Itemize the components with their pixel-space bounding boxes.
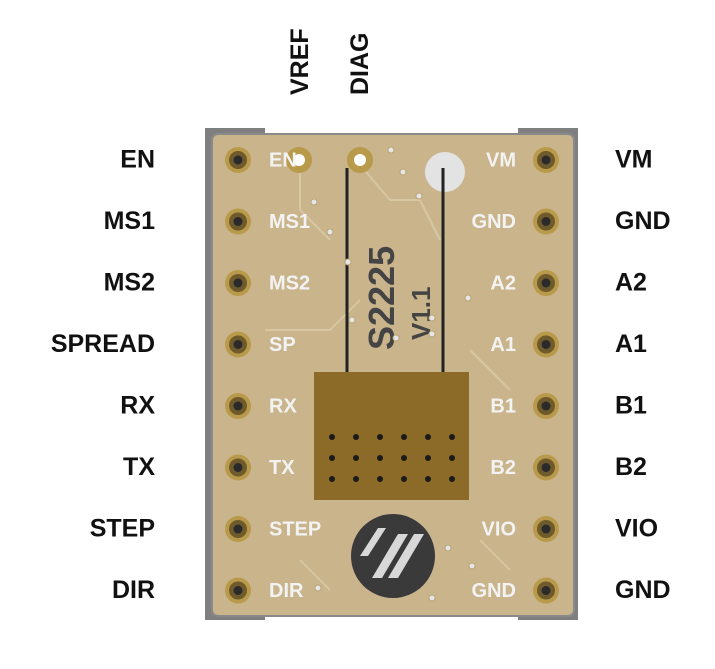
left-pin-label: EN <box>120 146 155 174</box>
thermal-via <box>377 455 383 461</box>
vref-pad-hole <box>293 154 305 166</box>
silk-right-label: B2 <box>490 457 516 479</box>
thermal-via <box>401 434 407 440</box>
silk-right-label: VIO <box>482 518 516 540</box>
thermal-via <box>401 476 407 482</box>
silk-left-label: DIR <box>269 580 304 602</box>
thermal-via <box>401 455 407 461</box>
top-label-vref: VREF <box>286 28 314 95</box>
right-pin-label: VM <box>615 146 653 174</box>
thermal-via <box>377 476 383 482</box>
right-pin-label: B2 <box>615 453 647 481</box>
left-pin-label: MS2 <box>104 269 155 297</box>
silk-left-label: EN <box>269 149 297 171</box>
left-pin-pad-hole <box>233 524 243 534</box>
diag-pad-hole <box>354 154 366 166</box>
traces <box>265 164 511 591</box>
silk-right-label: GND <box>472 211 516 233</box>
thermal-via <box>449 434 455 440</box>
left-pin-pad-hole <box>233 217 243 226</box>
top-pads <box>286 147 373 173</box>
thermal-via <box>329 476 335 482</box>
right-pin-label: B1 <box>615 392 647 420</box>
silk-right-label: B1 <box>490 395 516 417</box>
thermal-via <box>425 455 431 461</box>
right-pin-label: A2 <box>615 269 647 297</box>
right-pin-label: A1 <box>615 330 647 358</box>
thermal-via <box>377 434 383 440</box>
thermal-vias <box>329 434 455 482</box>
thermal-via <box>449 455 455 461</box>
right-pin-pad-hole <box>541 524 551 534</box>
silk-right-label: VM <box>486 149 516 171</box>
left-pin-pad-hole <box>233 155 243 165</box>
thermal-via <box>353 455 359 461</box>
thermal-via <box>425 476 431 482</box>
left-pin-label: TX <box>123 453 155 481</box>
silk-left-label: STEP <box>269 518 321 540</box>
silk-left-label: TX <box>269 457 295 479</box>
mounting-hole-mark <box>425 152 465 192</box>
thermal-via <box>353 476 359 482</box>
small-vias <box>310 146 476 602</box>
right-pin-pad-hole <box>541 278 551 288</box>
right-pin-label: GND <box>615 576 671 604</box>
left-pin-pad-hole <box>233 463 243 472</box>
left-pin-pad-hole <box>233 401 243 411</box>
left-pin-pad-hole <box>233 278 243 288</box>
logo-icon <box>351 514 435 598</box>
right-pin-pad-hole <box>541 340 551 349</box>
right-pin-label: GND <box>615 207 671 235</box>
left-pin-label: MS1 <box>104 207 156 235</box>
thermal-via <box>449 476 455 482</box>
right-pin-pad-hole <box>541 463 551 472</box>
right-pin-pad-hole <box>541 401 551 411</box>
right-pin-pad-hole <box>541 155 551 165</box>
left-pin-label: STEP <box>90 515 155 543</box>
top-label-diag: DIAG <box>346 33 374 96</box>
chip-model: S2225 <box>361 246 402 350</box>
left-pin-label: DIR <box>112 576 155 604</box>
left-pin-label: SPREAD <box>51 330 155 358</box>
thermal-via <box>329 434 335 440</box>
silk-left-label: RX <box>269 395 297 417</box>
left-pin-pad-hole <box>233 586 243 595</box>
left-pin-label: RX <box>120 392 155 420</box>
right-pin-pad-hole <box>541 217 551 226</box>
left-pin-pad-hole <box>233 340 243 349</box>
right-pin-pad-hole <box>541 586 551 595</box>
thermal-via <box>425 434 431 440</box>
silk-right-label: A1 <box>490 334 516 356</box>
right-pin-label: VIO <box>615 515 658 543</box>
thermal-pad <box>314 372 469 500</box>
silk-left-label: MS2 <box>269 272 310 294</box>
thermal-via <box>353 434 359 440</box>
thermal-via <box>329 455 335 461</box>
silk-left-label: MS1 <box>269 211 310 233</box>
silk-right-label: GND <box>472 580 516 602</box>
silk-right-label: A2 <box>490 272 516 294</box>
silk-left-label: SP <box>269 334 296 356</box>
